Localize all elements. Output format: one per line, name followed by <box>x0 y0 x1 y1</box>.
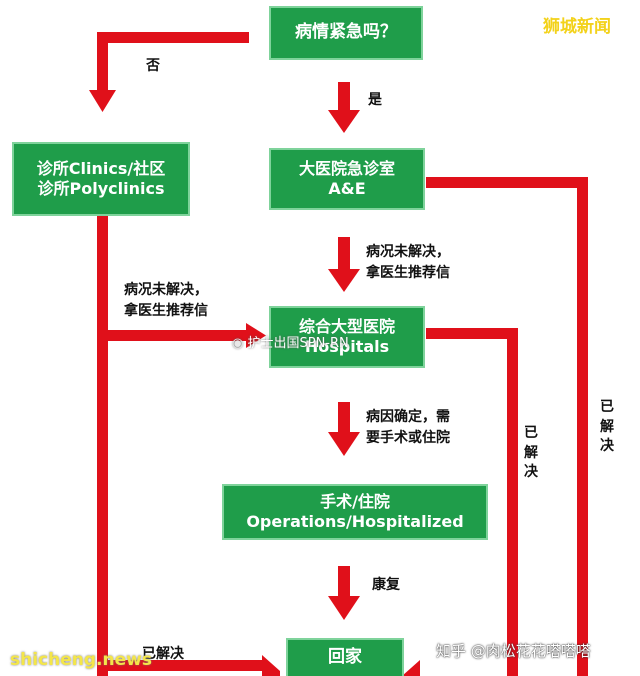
operations-line-2: Operations/Hospitalized <box>246 512 464 531</box>
clinic-unresolved-line-2: 拿医生推荐信 <box>124 303 208 319</box>
ops-to-home-shaft <box>338 566 350 598</box>
clinic-left-line <box>97 216 108 676</box>
ae-node: 大医院急诊室 A&E <box>269 148 425 210</box>
clinic-resolved-label: 已解决 <box>142 646 184 662</box>
ops-to-home-arrowhead <box>328 596 360 620</box>
watermark-weibo: ◉ 护士出国SPN-RN <box>232 332 349 351</box>
urgent-question-node: 病情紧急吗？ <box>269 6 423 60</box>
weibo-icon: ◉ <box>232 336 244 351</box>
ae-unresolved-line-1: 病况未解决， <box>366 244 450 260</box>
operations-line-1: 手术/住院 <box>320 492 390 511</box>
clinic-to-home-line <box>108 660 264 671</box>
no-label: 否 <box>146 58 160 74</box>
clinic-unresolved-line-1: 病况未解决， <box>124 282 208 298</box>
clinic-unresolved-label: 病况未解决， 拿医生推荐信 <box>124 280 208 322</box>
hospitals-line-2: Hospitals <box>304 337 390 356</box>
watermark-top-right: 狮城新闻 <box>543 17 611 37</box>
hospitals-line-1: 综合大型医院 <box>298 317 395 336</box>
no-connector-horizontal <box>97 32 249 43</box>
hospital-to-ops-shaft <box>338 402 350 434</box>
diagnosed-line-2: 要手术或住院 <box>366 430 450 446</box>
diagnosed-line-1: 病因确定，需 <box>366 409 450 425</box>
recovery-label: 康复 <box>372 577 400 593</box>
operations-node: 手术/住院 Operations/Hospitalized <box>222 484 488 540</box>
clinic-to-hospital-line <box>108 330 248 341</box>
diagnosed-label: 病因确定，需 要手术或住院 <box>366 407 450 449</box>
clinic-to-home-arrowhead <box>262 655 280 676</box>
hospitals-node: 综合大型医院 Hospitals <box>269 306 425 368</box>
ae-unresolved-line-2: 拿医生推荐信 <box>366 265 450 281</box>
watermark-zhihu: 知乎 @肉松花花嗒嗒嗒 <box>436 642 591 660</box>
yes-arrowhead <box>328 110 360 133</box>
ae-to-hospital-shaft <box>338 237 350 271</box>
resolved-to-home-arrowhead <box>402 660 420 676</box>
ae-line-2: A&E <box>328 179 366 198</box>
clinic-node: 诊所Clinics/社区 诊所Polyclinics <box>12 142 190 216</box>
weibo-handle: 护士出国SPN-RN <box>247 336 349 351</box>
ae-unresolved-label: 病况未解决， 拿医生推荐信 <box>366 242 450 284</box>
clinic-line-1: 诊所Clinics/社区 <box>36 159 166 178</box>
hospital-to-ops-arrowhead <box>328 432 360 456</box>
yes-arrow-shaft <box>338 82 350 112</box>
hospital-resolved-vertical <box>507 328 518 676</box>
ae-resolved-vertical <box>577 177 588 676</box>
clinic-line-2: 诊所Polyclinics <box>37 179 165 198</box>
ae-line-1: 大医院急诊室 <box>298 159 395 178</box>
hospital-resolved-label: 已解决 <box>524 425 538 481</box>
urgent-question-text: 病情紧急吗？ <box>295 22 397 43</box>
ae-resolved-horizontal <box>426 177 588 188</box>
no-arrowhead <box>89 90 116 112</box>
yes-label: 是 <box>368 92 382 108</box>
home-node: 回家 <box>286 638 404 676</box>
ae-to-hospital-arrowhead <box>328 269 360 292</box>
ae-resolved-label: 已解决 <box>600 399 614 455</box>
no-connector-vertical <box>97 32 108 92</box>
hospital-resolved-horizontal <box>426 328 518 339</box>
watermark-site: shicheng.news <box>10 650 152 670</box>
clinic-to-hospital-arrowhead <box>246 323 266 348</box>
home-text: 回家 <box>328 647 362 668</box>
